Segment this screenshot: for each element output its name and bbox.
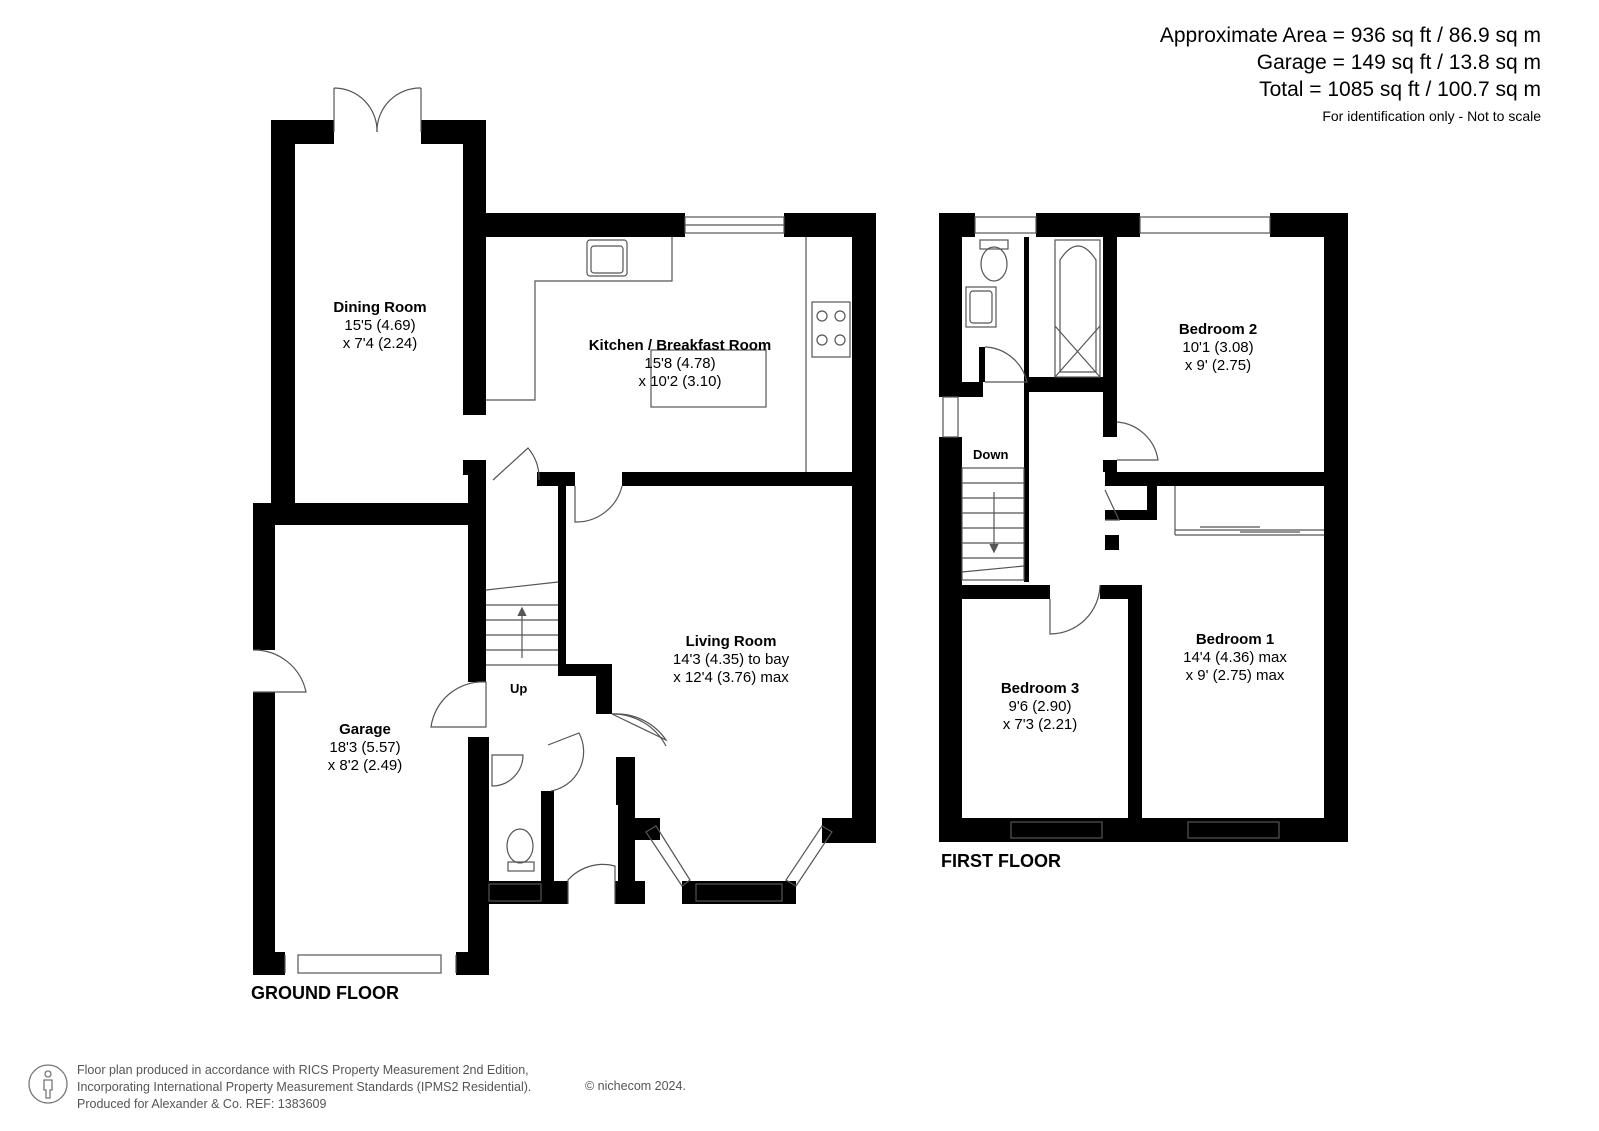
room-dimension: 15'5 (4.69) — [344, 317, 416, 334]
ground-floor-label: GROUND FLOOR — [251, 983, 399, 1003]
room-name: Garage — [339, 721, 391, 738]
footer-notes: Floor plan produced in accordance with R… — [77, 1062, 531, 1113]
ground-floor-walls — [253, 120, 876, 975]
identification-note: For identification only - Not to scale — [1322, 108, 1541, 124]
approx-area-text: Approximate Area = 936 sq ft / 86.9 sq m — [1159, 24, 1541, 47]
room-name: Kitchen / Breakfast Room — [588, 337, 772, 354]
stairs-down-label: Down — [973, 447, 1009, 462]
room-dimension: 15'8 (4.78) — [644, 355, 716, 372]
room-dimension: x 10'2 (3.10) — [638, 373, 722, 390]
room-name: Bedroom 3 — [1000, 680, 1080, 697]
ground-floor-fixtures — [252, 87, 851, 974]
first-floor-label: FIRST FLOOR — [941, 851, 1061, 871]
room-label-garage: Garage 18'3 (5.57) x 8'2 (2.49) — [305, 721, 425, 775]
area-summary: Approximate Area = 936 sq ft / 86.9 sq m… — [1160, 22, 1541, 127]
measurement-standard-icon — [28, 1064, 68, 1104]
stairs-up-label: Up — [510, 681, 528, 696]
room-dimension: x 7'4 (2.24) — [342, 335, 418, 352]
room-dimension: x 8'2 (2.49) — [327, 757, 403, 774]
first-floor-walls — [939, 213, 1348, 842]
room-dimension: 18'3 (5.57) — [329, 739, 401, 756]
room-name: Bedroom 2 — [1178, 321, 1258, 338]
room-dimension: 10'1 (3.08) — [1182, 339, 1254, 356]
room-label-kitchen: Kitchen / Breakfast Room 15'8 (4.78) x 1… — [560, 337, 800, 391]
first-floor-fixtures — [942, 216, 1324, 839]
room-label-bedroom-1: Bedroom 1 14'4 (4.36) max x 9' (2.75) ma… — [1160, 631, 1310, 685]
room-dimension: 14'4 (4.36) max — [1183, 649, 1287, 666]
footer-line: Produced for Alexander & Co. REF: 138360… — [77, 1097, 327, 1111]
copyright-text: © nichecom 2024. — [585, 1079, 686, 1093]
room-label-dining: Dining Room 15'5 (4.69) x 7'4 (2.24) — [320, 299, 440, 353]
room-label-bedroom-3: Bedroom 3 9'6 (2.90) x 7'3 (2.21) — [980, 680, 1100, 734]
room-dimension: x 12'4 (3.76) max — [673, 669, 789, 686]
room-dimension: 14'3 (4.35) to bay — [672, 651, 790, 668]
room-dimension: x 7'3 (2.21) — [1002, 716, 1078, 733]
room-name: Dining Room — [333, 299, 427, 316]
room-dimension: 9'6 (2.90) — [1008, 698, 1072, 715]
room-label-bedroom-2: Bedroom 2 10'1 (3.08) x 9' (2.75) — [1148, 321, 1288, 375]
room-dimension: x 9' (2.75) max — [1185, 667, 1285, 684]
footer-line: Incorporating International Property Mea… — [77, 1080, 532, 1094]
total-area-text: Total = 1085 sq ft / 100.7 sq m — [1259, 78, 1541, 101]
room-name: Bedroom 1 — [1195, 631, 1275, 648]
room-dimension: x 9' (2.75) — [1184, 357, 1252, 374]
garage-area-text: Garage = 149 sq ft / 13.8 sq m — [1256, 51, 1541, 74]
footer-line: Floor plan produced in accordance with R… — [77, 1063, 529, 1077]
room-label-living: Living Room 14'3 (4.35) to bay x 12'4 (3… — [651, 633, 811, 687]
room-name: Living Room — [685, 633, 777, 650]
